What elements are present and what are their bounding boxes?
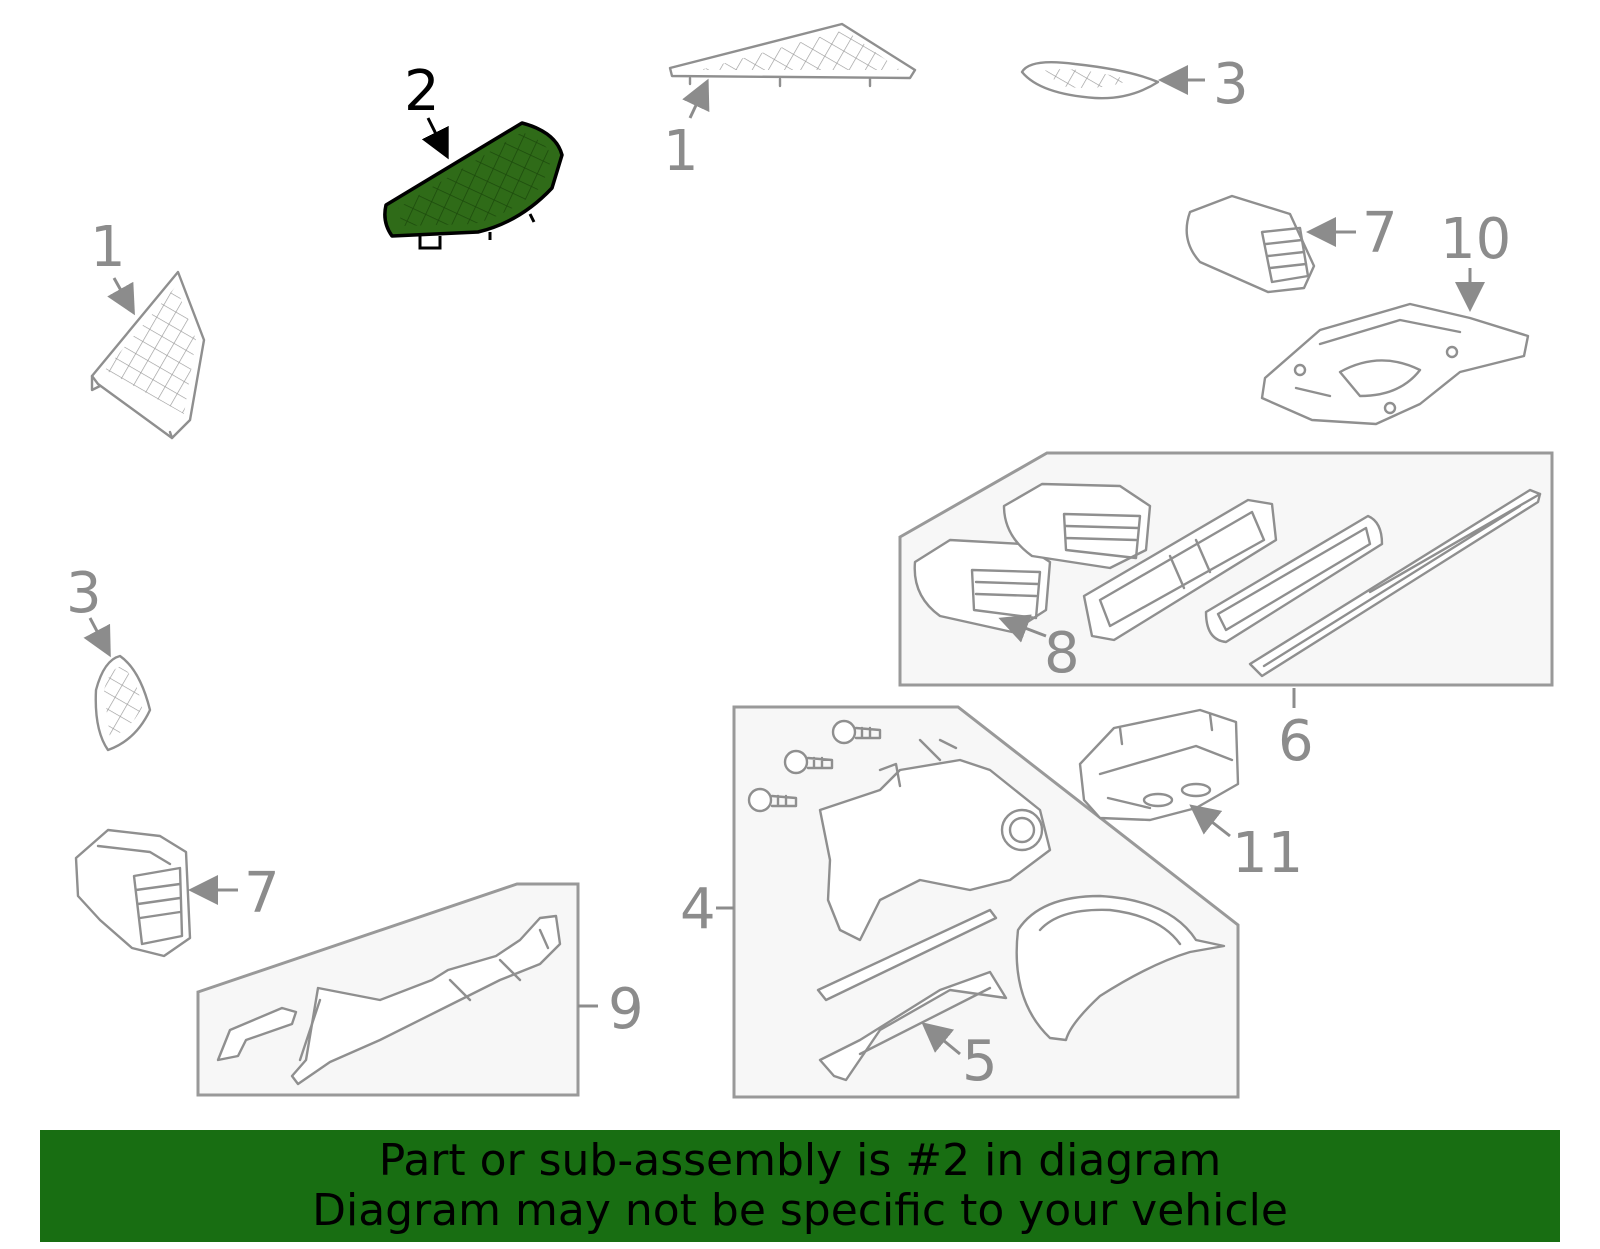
leader-1-top (682, 78, 710, 119)
callout-11: 11 (1232, 821, 1303, 886)
part-1-left-speaker-grille (90, 270, 206, 440)
callout-5: 5 (962, 1029, 998, 1094)
group-box-9 (196, 882, 580, 1097)
part-8-center-air-vents (913, 482, 1152, 634)
part-3-top-tweeter-grille (1020, 61, 1160, 100)
part-7-left-air-vent (74, 828, 192, 958)
leader-3-left (83, 617, 111, 658)
part-6-vent-bezel (1082, 488, 1542, 678)
callout-3-left: 3 (66, 561, 102, 626)
info-banner: Part or sub-assembly is #2 in diagram Di… (40, 1130, 1560, 1242)
leader-8 (998, 614, 1047, 643)
callout-6: 6 (1278, 709, 1314, 774)
part-9-glovebox-trim (216, 914, 562, 1086)
callout-8: 8 (1044, 621, 1080, 686)
part-4-screws (747, 719, 882, 813)
banner-line-1: Part or sub-assembly is #2 in diagram (378, 1135, 1222, 1186)
callout-2: 2 (404, 59, 440, 124)
part-10-bracket (1260, 302, 1530, 426)
callout-1-left: 1 (90, 215, 126, 280)
leader-5 (921, 1022, 961, 1056)
part-11-airbag-module (1078, 708, 1240, 822)
part-3-left-tweeter-grille (94, 654, 152, 752)
part-7-top-air-vent (1185, 194, 1316, 294)
part-1-top-speaker-grille (668, 22, 917, 88)
callout-9: 9 (608, 977, 644, 1042)
callout-10: 10 (1440, 207, 1511, 272)
callout-7-top: 7 (1362, 201, 1398, 266)
part-5-trim-pieces (816, 894, 1226, 1082)
part-2-speaker-grille-highlighted (383, 121, 564, 250)
callout-3-top: 3 (1213, 52, 1249, 117)
leader-1-left (107, 277, 135, 316)
part-4-knee-panel (818, 738, 1052, 942)
callout-1-top: 1 (663, 119, 699, 184)
callout-4: 4 (680, 877, 716, 942)
banner-line-2: Diagram may not be specific to your vehi… (312, 1185, 1288, 1236)
leader-2 (421, 117, 449, 160)
leader-11 (1189, 804, 1231, 838)
callout-7-left: 7 (244, 861, 280, 926)
